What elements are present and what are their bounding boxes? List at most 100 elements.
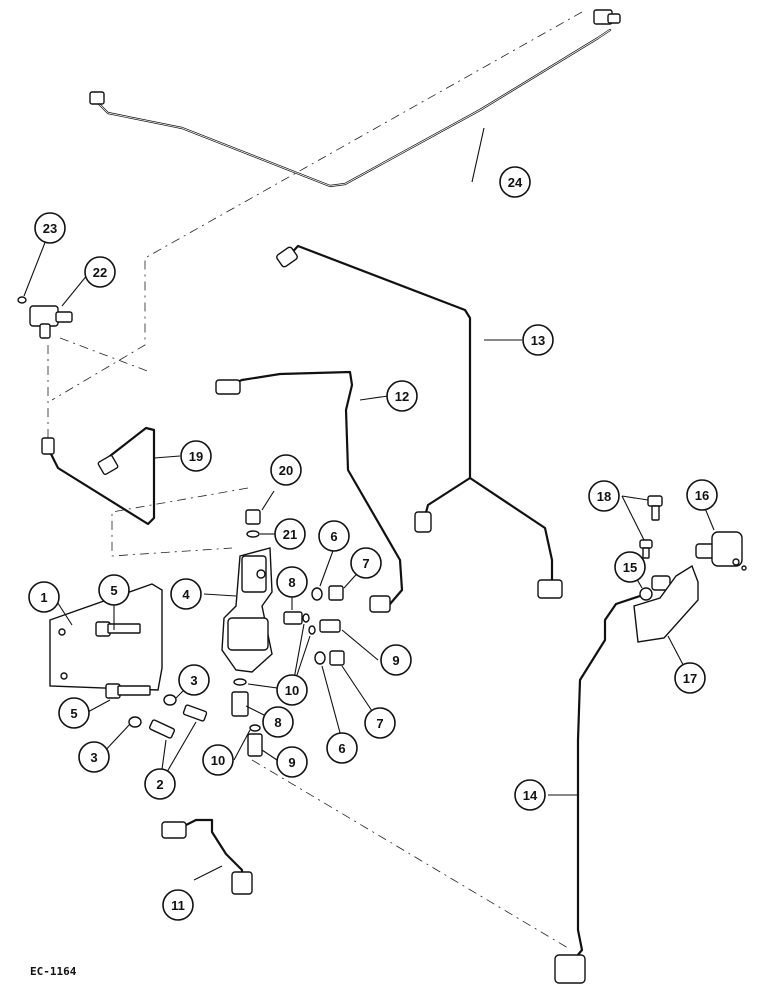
tee-fitting-22 — [29, 305, 73, 339]
callout-circle — [162, 889, 194, 921]
callout-number: 24 — [508, 175, 523, 190]
bolt-5-upper — [95, 621, 141, 637]
callout-circle — [522, 324, 554, 356]
tube-12-fitting-top — [215, 379, 241, 395]
callout-number: 10 — [211, 753, 225, 768]
callout-circle — [674, 662, 706, 694]
callout-circle — [276, 746, 308, 778]
fitting-8-upper — [283, 611, 303, 625]
diagram-code: EC-1164 — [30, 965, 77, 978]
callout-number: 3 — [90, 750, 97, 765]
tube-19 — [41, 426, 156, 526]
callout-circle — [276, 566, 308, 598]
callout-circle — [350, 547, 382, 579]
callout-number: 8 — [288, 575, 295, 590]
washer-3-left — [128, 716, 142, 728]
callout-c5a: 5 — [98, 574, 130, 606]
callout-c9a: 9 — [380, 644, 412, 676]
bracket-17 — [633, 564, 699, 643]
callout-c24: 24 — [499, 166, 531, 198]
tube-12 — [215, 370, 404, 613]
callout-c4: 4 — [170, 578, 202, 610]
fitting-20 — [245, 509, 261, 525]
callout-circle — [380, 644, 412, 676]
callout-c6b: 6 — [326, 732, 358, 764]
callout-c10a: 10 — [276, 674, 308, 706]
assembly-guide-lines — [47, 11, 583, 949]
callout-circle — [514, 779, 546, 811]
fitting-9-lower — [247, 733, 263, 757]
callout-c8b: 8 — [262, 706, 294, 738]
callout-number: 5 — [110, 583, 117, 598]
callout-c22: 22 — [84, 256, 116, 288]
callout-circle — [178, 664, 210, 696]
callout-c6a: 6 — [318, 520, 350, 552]
callout-circle — [588, 480, 620, 512]
bolt-18-lower — [639, 539, 653, 549]
callout-c23: 23 — [34, 212, 66, 244]
washer-3-right — [163, 694, 177, 706]
callout-circle — [686, 479, 718, 511]
callout-c15: 15 — [614, 551, 646, 583]
callout-circle — [202, 744, 234, 776]
nut-7-lower — [329, 650, 345, 666]
callout-c14: 14 — [514, 779, 546, 811]
washer-6-upper — [311, 587, 323, 601]
tube-19-fitting-left — [41, 437, 55, 455]
callout-number: 17 — [683, 671, 697, 686]
tube-13 — [276, 244, 563, 599]
washer-6-lower — [314, 651, 326, 665]
callout-number: 1 — [40, 590, 47, 605]
callout-c18: 18 — [588, 480, 620, 512]
o-ring-10-a — [302, 613, 310, 623]
callout-number: 14 — [523, 788, 538, 803]
bracket-1 — [49, 583, 163, 691]
callout-number: 5 — [70, 706, 77, 721]
callout-number: 18 — [597, 489, 611, 504]
tube-13-fitting-bottom — [414, 511, 432, 533]
callout-circle — [499, 166, 531, 198]
callout-circle — [180, 440, 212, 472]
o-ring-23 — [17, 296, 27, 304]
callout-c9b: 9 — [276, 746, 308, 778]
tube-11-elbow — [231, 871, 253, 895]
callout-c17: 17 — [674, 662, 706, 694]
callout-c7a: 7 — [350, 547, 382, 579]
tube-24 — [89, 9, 621, 188]
callout-number: 3 — [190, 673, 197, 688]
callout-number: 11 — [171, 898, 185, 913]
bolt-5-lower — [105, 683, 151, 699]
tube-12-fitting-bottom — [369, 595, 391, 613]
callout-number: 6 — [330, 529, 337, 544]
callout-circle — [614, 551, 646, 583]
callout-circle — [28, 581, 60, 613]
nut-7-upper — [328, 585, 344, 601]
callout-c2: 2 — [144, 768, 176, 800]
callout-number: 9 — [288, 755, 295, 770]
callout-number: 22 — [93, 265, 107, 280]
callout-c3b: 3 — [78, 741, 110, 773]
valve-block-4 — [221, 547, 273, 673]
callout-number: 19 — [189, 449, 203, 464]
callout-circle — [58, 697, 90, 729]
callout-c3a: 3 — [178, 664, 210, 696]
callout-circle — [84, 256, 116, 288]
tube-24-fitting-left — [89, 91, 105, 105]
bolt-2-left — [148, 719, 176, 739]
tube-14 — [554, 594, 642, 984]
callout-c16: 16 — [686, 479, 718, 511]
callout-circle — [170, 578, 202, 610]
o-ring-10-d — [249, 724, 261, 732]
o-ring-10-c — [233, 678, 247, 686]
tube-14-fitting-bottom — [554, 954, 586, 984]
callout-circle — [276, 674, 308, 706]
callout-c21: 21 — [274, 518, 306, 550]
tube-13-fitting-top — [276, 246, 298, 268]
tube-11-fitting-top — [161, 821, 187, 839]
callout-number: 16 — [695, 488, 709, 503]
callout-number: 7 — [376, 716, 383, 731]
tube-11 — [161, 818, 253, 895]
callout-circle — [274, 518, 306, 550]
callout-circle — [98, 574, 130, 606]
